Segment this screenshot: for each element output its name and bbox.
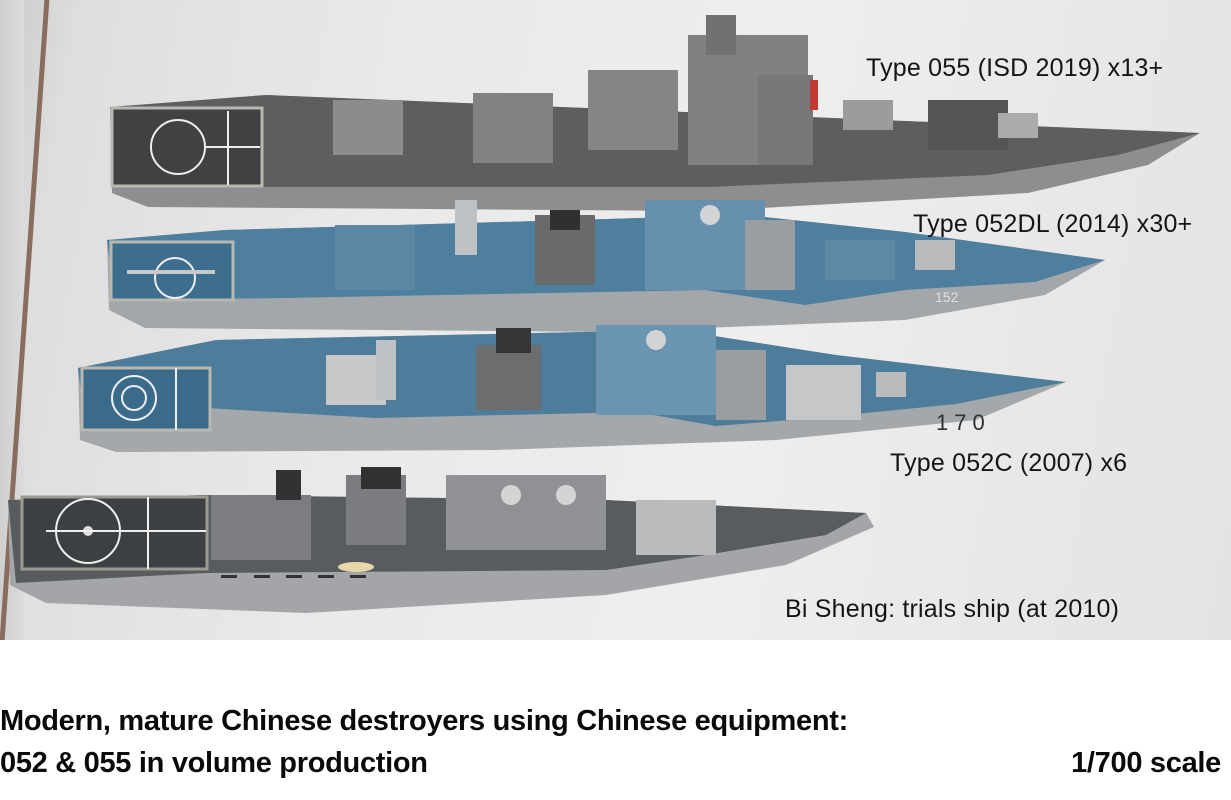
caption-line-2: 052 & 055 in volume production bbox=[0, 747, 428, 779]
ship-type-055 bbox=[108, 15, 1208, 215]
hull-number-152: 152 bbox=[935, 289, 959, 305]
label-type-052dl: Type 052DL (2014) x30+ bbox=[913, 210, 1193, 238]
ship-models-photo: Type 055 (ISD 2019) x13+ 152 Type 052DL … bbox=[0, 0, 1231, 640]
ship-type-052c: 170 bbox=[76, 300, 1076, 470]
label-type-055: Type 055 (ISD 2019) x13+ bbox=[866, 54, 1164, 82]
caption-line-1: Modern, mature Chinese destroyers using … bbox=[0, 705, 848, 737]
ship-type-052dl: 152 bbox=[105, 160, 1115, 340]
label-bi-sheng: Bi Sheng: trials ship (at 2010) bbox=[785, 595, 1120, 623]
label-type-052c: Type 052C (2007) x6 bbox=[890, 449, 1128, 477]
ship-bi-sheng bbox=[6, 455, 886, 620]
scale-label: 1/700 scale bbox=[1071, 747, 1221, 779]
hull-number-170: 170 bbox=[936, 410, 991, 435]
